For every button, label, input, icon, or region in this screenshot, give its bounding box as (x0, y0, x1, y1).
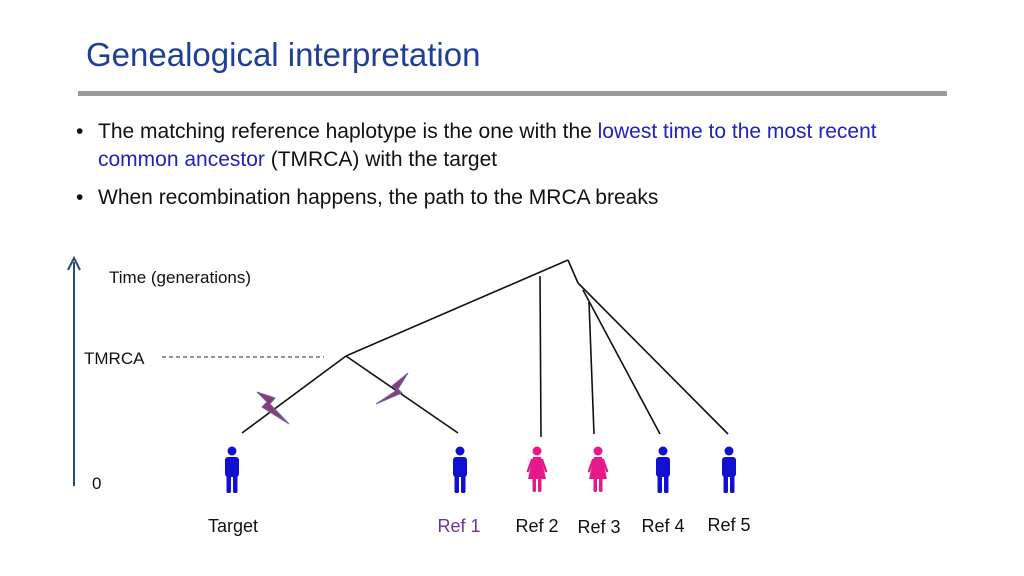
bullet-text: The matching reference haplotype is the … (98, 120, 598, 143)
lightning-bolt-icon (375, 372, 409, 405)
branch-ref5 (577, 282, 729, 435)
branch-target (241, 355, 347, 434)
branch-root-left (345, 259, 569, 357)
male-figure-icon (453, 446, 467, 493)
individual-label: Target (208, 516, 258, 536)
branch-ref3 (588, 301, 595, 435)
individuals (225, 446, 736, 493)
individual-label: Ref 3 (577, 517, 620, 537)
bullet-item: • The matching reference haplotype is th… (76, 118, 946, 174)
male-figure-icon (656, 446, 670, 493)
male-figure-icon (225, 446, 239, 493)
female-figure-icon (587, 446, 609, 492)
bullet-dot-icon: • (76, 120, 84, 143)
title-divider (78, 91, 947, 96)
female-figure-icon (526, 446, 548, 492)
branch-root-right (567, 259, 579, 284)
branch-ref1 (345, 355, 459, 434)
individual-label: Ref 5 (707, 515, 750, 535)
up-arrow-icon (67, 255, 81, 486)
bullet-dot-icon: • (76, 186, 84, 209)
tmrca-label: TMRCA (84, 349, 145, 368)
axis-label: Time (generations) (109, 268, 251, 287)
individual-label: Ref 4 (641, 516, 684, 536)
bullet-text: When recombination happens, the path to … (98, 186, 659, 209)
individual-label: Ref 1 (437, 516, 480, 536)
male-figure-icon (722, 446, 736, 493)
bullet-text-post: (TMRCA) with the target (264, 148, 498, 171)
slide-title: Genealogical interpretation (86, 36, 481, 73)
lightning-bolt-icon (256, 391, 290, 425)
branch-ref2 (539, 275, 542, 438)
branch-ref4 (582, 289, 661, 435)
individual-label: Ref 2 (515, 516, 558, 536)
bullet-list: • The matching reference haplotype is th… (76, 118, 946, 222)
zero-label: 0 (92, 474, 101, 493)
genealogy-tree (241, 259, 729, 438)
bullet-highlight: lowest time to the most recent common an… (98, 120, 877, 171)
bullet-item: • When recombination happens, the path t… (76, 184, 946, 212)
